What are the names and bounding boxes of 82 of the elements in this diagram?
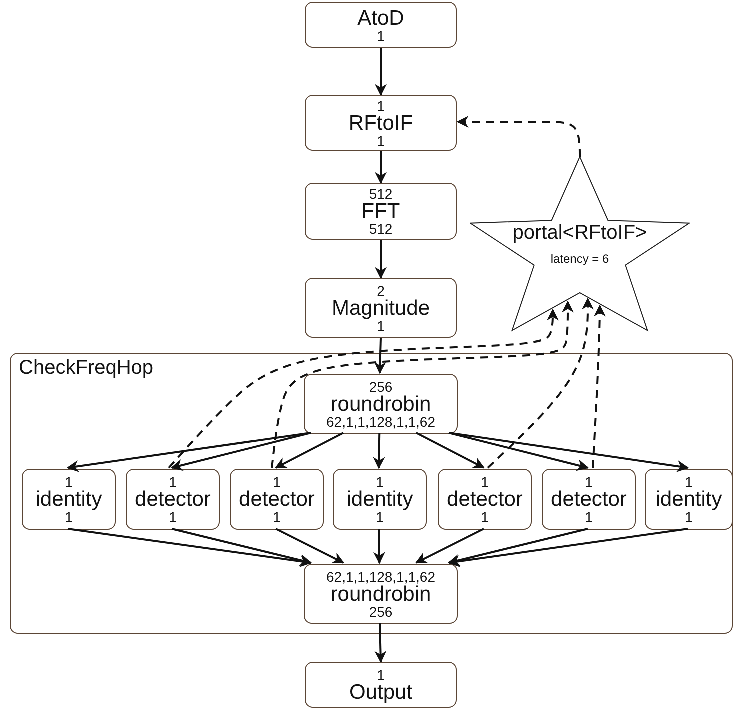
rate-label: 1 <box>377 134 385 148</box>
filter-name: identity <box>656 489 722 510</box>
filter-box <box>542 469 636 530</box>
rate-label: 2 <box>377 284 385 298</box>
rate-label: 1 <box>273 475 281 489</box>
filter-name: detector <box>135 489 211 510</box>
arrow <box>448 528 588 566</box>
filter-box <box>305 95 457 151</box>
arrow <box>375 240 387 280</box>
filter-box <box>304 374 458 434</box>
rate-label: 256 <box>369 380 393 394</box>
dashed-arrow <box>271 300 574 468</box>
portal-name: portal<RFtoIF> <box>512 223 648 243</box>
arrow <box>374 622 387 664</box>
rate-label: 1 <box>481 475 489 489</box>
rate-label: 1 <box>685 510 693 524</box>
rate-label: 1 <box>65 475 73 489</box>
dashed-arrow <box>168 308 559 469</box>
dashed-arrow <box>487 298 594 469</box>
arrow <box>375 48 387 96</box>
arrow <box>374 338 386 374</box>
filter-box <box>230 469 324 530</box>
arrow <box>274 432 344 469</box>
filter-box <box>305 662 457 708</box>
filter-box <box>22 469 116 530</box>
filter-name: AtoD <box>358 8 404 28</box>
filter-name: roundrobin <box>330 584 432 604</box>
arrow <box>373 528 386 564</box>
rate-label: 1 <box>376 475 384 489</box>
rate-label: 1 <box>481 510 489 524</box>
rate-label: 1 <box>169 510 177 524</box>
arrow <box>373 432 386 470</box>
filter-name: detector <box>551 489 627 510</box>
rate-label: 1 <box>377 28 385 42</box>
filter-name: roundrobin <box>330 394 432 414</box>
dashed-arrow <box>592 304 606 468</box>
rate-label: 1 <box>377 668 385 682</box>
latency-label: latency = 6 <box>550 253 610 265</box>
arrow <box>172 528 312 566</box>
rate-label: 1 <box>169 475 177 489</box>
arrow <box>66 432 312 472</box>
arrow <box>448 432 590 472</box>
rate-label: 1 <box>376 510 384 524</box>
filter-name: detector <box>447 489 523 510</box>
rate-label: 512 <box>369 187 393 201</box>
filter-name: detector <box>239 489 315 510</box>
rate-label: 1 <box>377 318 385 332</box>
filter-name: Output <box>349 682 413 702</box>
arrow <box>448 432 690 472</box>
filter-box <box>305 183 457 240</box>
arrow <box>276 528 345 564</box>
filter-name: FFT <box>362 201 400 222</box>
rate-label: 1 <box>377 98 385 112</box>
filter-box <box>305 2 457 48</box>
rate-label: 62,1,1,128,1,1,62 <box>326 570 436 584</box>
arrow <box>170 432 312 472</box>
filter-box <box>333 469 427 530</box>
filter-box <box>126 469 220 530</box>
rate-label: 256 <box>369 604 393 618</box>
filter-name: identity <box>346 489 414 510</box>
rate-label: 62,1,1,128,1,1,62 <box>326 414 436 428</box>
portal-star <box>470 157 690 332</box>
filter-box <box>305 278 457 338</box>
filter-name: identity <box>36 489 102 510</box>
arrow <box>415 528 484 564</box>
filter-box <box>304 564 458 624</box>
filter-name: RFtoIF <box>348 112 414 134</box>
filter-box <box>438 469 532 530</box>
filter-name: Magnitude <box>332 298 430 318</box>
arrow <box>448 528 688 568</box>
rate-label: 1 <box>65 510 73 524</box>
rate-label: 1 <box>585 475 593 489</box>
dashed-arrow <box>456 116 581 157</box>
arrow <box>375 151 387 184</box>
pipeline-group <box>10 353 733 634</box>
group-title: CheckFreqHop <box>19 358 154 378</box>
rate-label: 1 <box>585 510 593 524</box>
rate-label: 1 <box>685 475 693 489</box>
rate-label: 1 <box>273 510 281 524</box>
arrow <box>416 432 486 469</box>
filter-box <box>645 469 733 530</box>
rate-label: 512 <box>369 222 393 236</box>
